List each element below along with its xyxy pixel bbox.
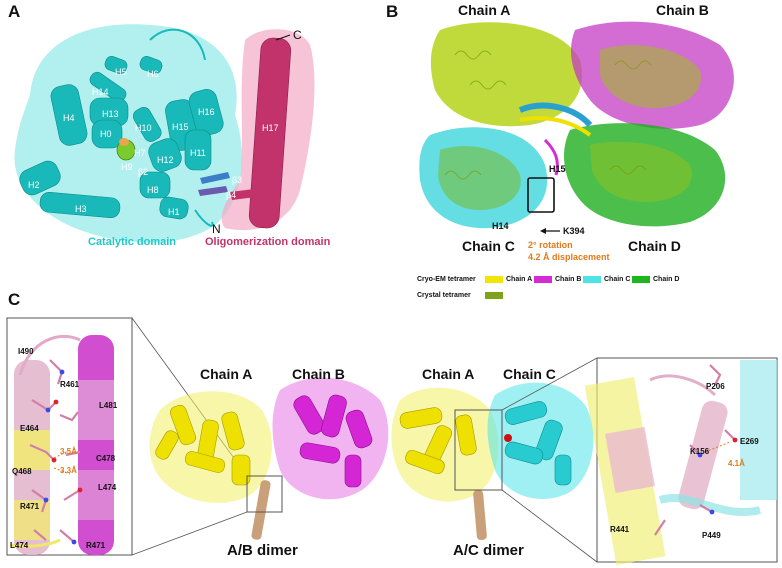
ac-dimer-label: A/C dimer (453, 542, 524, 559)
res-e464: E464 (20, 424, 39, 433)
panel-label-b: B (386, 2, 399, 21)
legend-swatches (485, 276, 650, 299)
displacement-label: 4.2 Å displacement (528, 252, 610, 262)
legend-chain-c: Chain C (604, 276, 631, 283)
helix-label-h7: H7 (134, 148, 146, 158)
ac-chain-c-label: Chain C (503, 366, 556, 382)
c-terminus-label: C (293, 28, 302, 42)
helix-label-h4: H4 (63, 113, 75, 123)
ab-dimer-structure (149, 377, 389, 540)
res-i490: I490 (18, 347, 34, 356)
legend-chain-b: Chain B (555, 276, 582, 283)
k394-label: K394 (563, 226, 585, 236)
helix-label-h2: H2 (28, 180, 40, 190)
res-p206: P206 (706, 382, 725, 391)
res-q468: Q468 (12, 467, 32, 476)
res-e269: E269 (740, 437, 759, 446)
strand-label-b3: β3 (232, 175, 243, 185)
right-inset (584, 357, 778, 565)
legend-cryo-label: Cryo-EM tetramer (417, 276, 476, 283)
panel-b-chain-a-label: Chain A (458, 2, 511, 18)
rotation-label: 2° rotation (528, 240, 573, 250)
helix-label-h15: H15 (172, 122, 189, 132)
panel-label-a: A (8, 2, 21, 21)
n-terminus-label: N (212, 222, 221, 236)
h14-label: H14 (492, 221, 509, 231)
helix-label-h11: H11 (190, 148, 206, 158)
distance-3-5: 3.5Å (60, 447, 77, 456)
panel-b-structure (419, 21, 734, 234)
panel-label-c: C (8, 290, 21, 309)
panel-b-chain-c-label: Chain C (462, 238, 515, 254)
helix-label-h9: H9 (121, 162, 133, 172)
res-l474-lower: L474 (10, 541, 29, 550)
legend-crystal-label: Crystal tetramer (417, 292, 471, 299)
ac-dimer-structure (391, 357, 598, 563)
strand-label-b2: β2 (138, 167, 149, 177)
res-l474-upper: L474 (98, 483, 117, 492)
distance-4-1: 4.1Å (728, 459, 745, 468)
helix-label-h10: H10 (135, 123, 152, 133)
panel-a-structure (14, 24, 315, 243)
helix-label-h3: H3 (75, 204, 87, 214)
legend-chain-d: Chain D (653, 276, 680, 283)
left-inset (6, 317, 248, 556)
res-r471-upper: R471 (20, 502, 40, 511)
res-r471-lower: R471 (86, 541, 106, 550)
res-p449: P449 (702, 531, 721, 540)
distance-3-3: 3.3Å (60, 466, 77, 475)
helix-label-h14: H14 (92, 87, 109, 97)
ab-chain-b-label: Chain B (292, 366, 345, 382)
helix-label-h12: H12 (157, 155, 174, 165)
helix-label-h17: H17 (262, 123, 279, 133)
helix-label-h0: H0 (100, 129, 112, 139)
res-r461: R461 (60, 380, 80, 389)
h15-label: H15 (549, 164, 566, 174)
helix-label-h16: H16 (198, 107, 215, 117)
panel-b-chain-d-label: Chain D (628, 238, 681, 254)
panel-b-chain-b-label: Chain B (656, 2, 709, 18)
res-c478: C478 (96, 454, 116, 463)
helix-label-h6: H6 (147, 69, 159, 79)
legend-chain-a: Chain A (506, 276, 533, 283)
res-r441: R441 (610, 525, 630, 534)
ab-chain-a-label: Chain A (200, 366, 253, 382)
res-l481: L481 (99, 401, 118, 410)
helix-label-h5: H5 (115, 67, 127, 77)
catalytic-domain-label: Catalytic domain (88, 236, 177, 248)
ac-chain-a-label: Chain A (422, 366, 475, 382)
ab-dimer-label: A/B dimer (227, 542, 298, 559)
strand-label-b4: β4 (226, 190, 237, 200)
helix-label-h1: H1 (168, 207, 180, 217)
oligomerization-domain-label: Oligomerization domain (205, 236, 331, 248)
res-k156: K156 (690, 447, 710, 456)
helix-label-h13: H13 (102, 109, 119, 119)
helix-label-h8: H8 (147, 185, 159, 195)
